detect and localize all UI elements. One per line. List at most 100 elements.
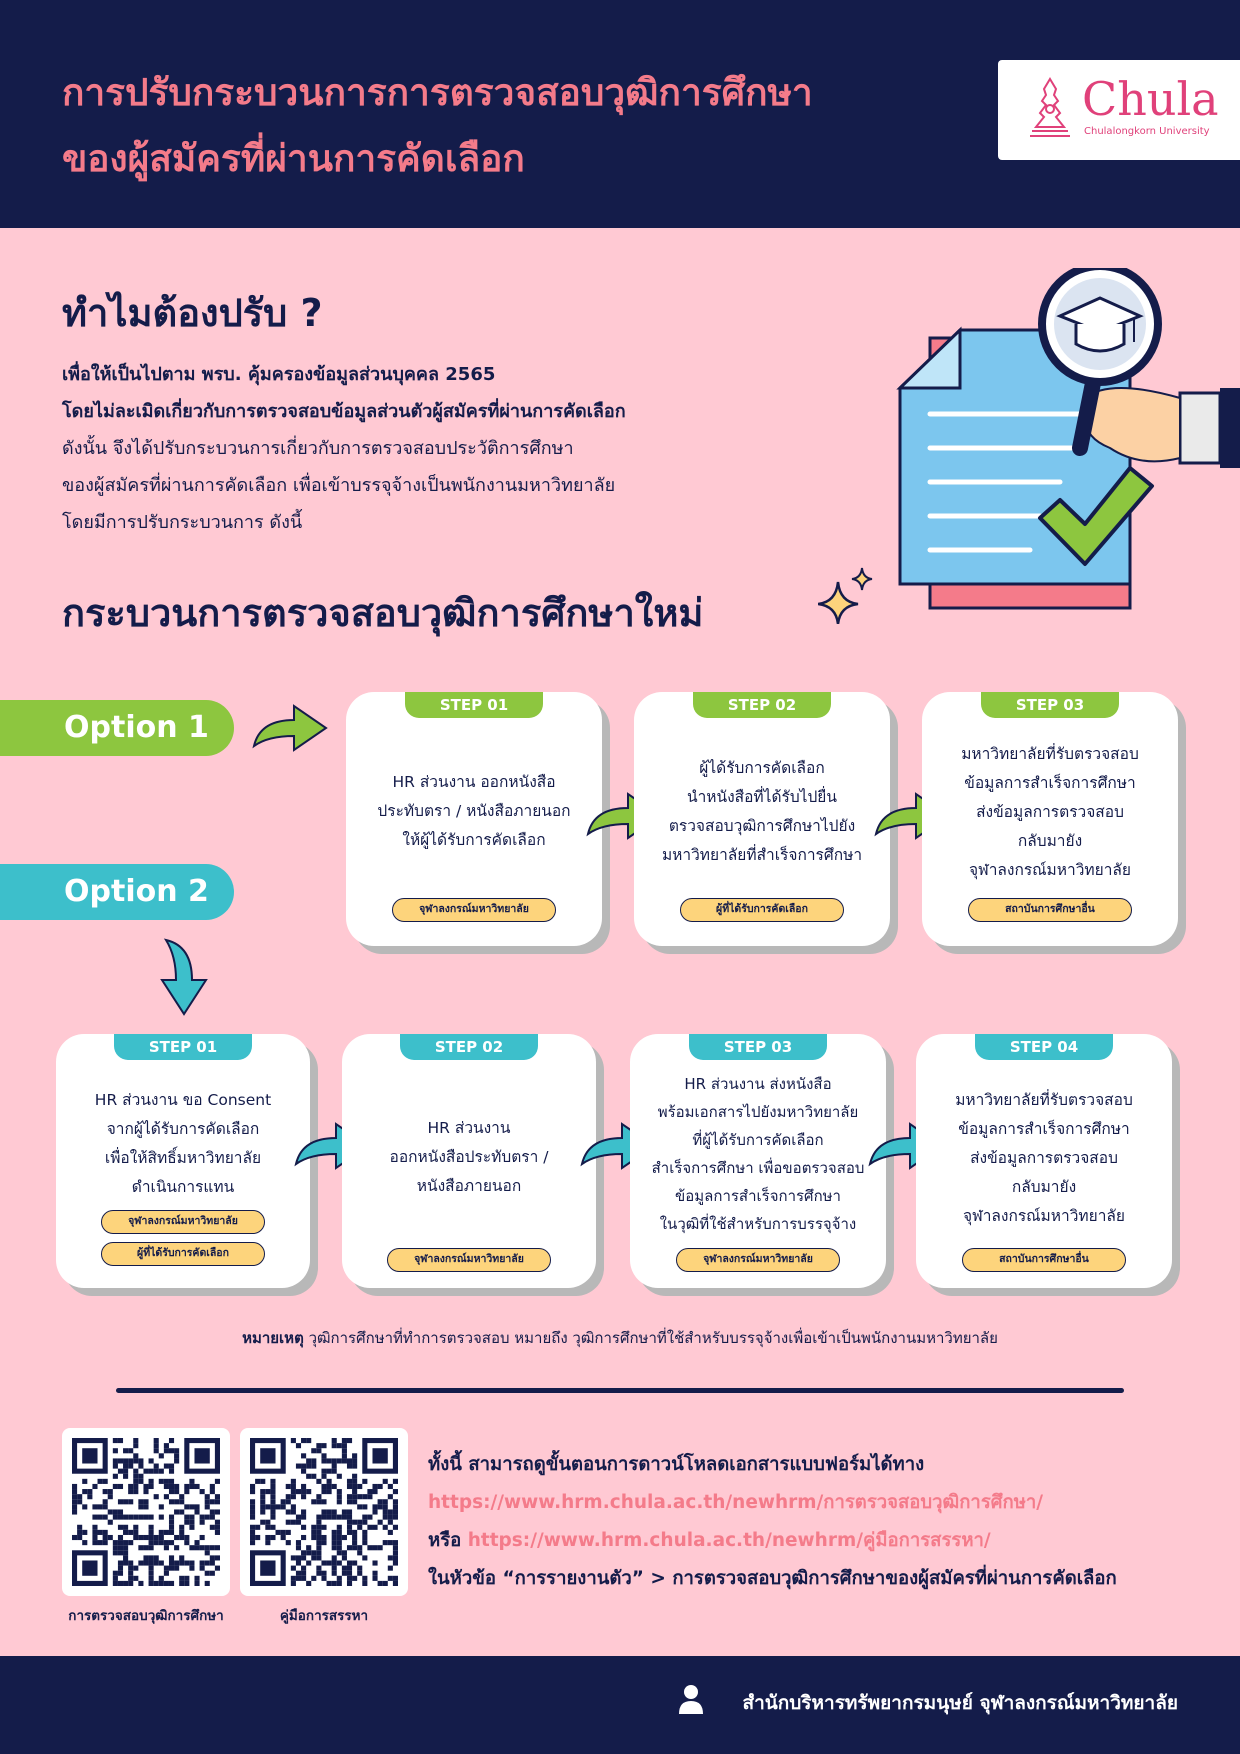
- step-line: เพื่อให้สิทธิ์มหาวิทยาลัย: [104, 1149, 262, 1167]
- step-line: HR ส่วนงาน ออกหนังสือ: [392, 773, 556, 791]
- step-line: มหาวิทยาลัยที่รับตรวจสอบ: [961, 745, 1139, 763]
- step-badge: ผู้ที่ได้รับการคัดเลือก: [101, 1242, 265, 1266]
- step-tab: STEP 03: [689, 1034, 827, 1060]
- chula-emblem-icon: [1030, 77, 1070, 137]
- step-tab: STEP 01: [405, 692, 543, 718]
- step-line: พร้อมเอกสารไปยังมหาวิทยาลัย: [657, 1103, 859, 1121]
- download-topic: ในหัวข้อ “การรายงานตัว” > การตรวจสอบวุฒิ…: [428, 1568, 1117, 1589]
- qr-code-verification[interactable]: [62, 1428, 230, 1596]
- page-title-line-1: การปรับกระบวนการการตรวจสอบวุฒิการศึกษา: [62, 71, 813, 114]
- step-line: HR ส่วนงาน ขอ Consent: [94, 1091, 272, 1109]
- step-line: ส่งข้อมูลการตรวจสอบ: [976, 803, 1124, 821]
- step-line: กลับมายัง: [1011, 1178, 1077, 1196]
- download-instructions: ทั้งนี้ สามารถดูขั้นตอนการดาวน์โหลดเอกสา…: [428, 1446, 1228, 1598]
- step-description: HR ส่วนงาน ขอ Consent จากผู้ได้รับการคัด…: [64, 1086, 302, 1202]
- option-1-step-3-card: STEP 03 มหาวิทยาลัยที่รับตรวจสอบ ข้อมูลก…: [922, 692, 1178, 946]
- qr-code-icon: [72, 1438, 220, 1586]
- step-line: HR ส่วนงาน: [427, 1119, 511, 1137]
- step-line: ข้อมูลการสำเร็จการศึกษา: [958, 1120, 1130, 1138]
- step-line: HR ส่วนงาน ส่งหนังสือ: [684, 1075, 832, 1093]
- option-1-step-1-card: STEP 01 HR ส่วนงาน ออกหนังสือ ประทับตรา …: [346, 692, 602, 946]
- logo-wordmark: Chula: [1082, 72, 1219, 126]
- why-title: ทำไมต้องปรับ ?: [62, 291, 323, 335]
- download-intro: ทั้งนี้ สามารถดูขั้นตอนการดาวน์โหลดเอกสา…: [428, 1454, 925, 1475]
- page-title-line-2: ของผู้สมัครที่ผ่านการคัดเลือก: [62, 137, 525, 180]
- magnifier-icon: [1038, 268, 1162, 456]
- why-line: เพื่อให้เป็นไปตาม พรบ. คุ้มครองข้อมูลส่ว…: [62, 364, 496, 385]
- step-line: จุฬาลงกรณ์มหาวิทยาลัย: [969, 861, 1131, 879]
- step-line: ข้อมูลการสำเร็จการศึกษา: [675, 1187, 841, 1205]
- option-2-step-4-card: STEP 04 มหาวิทยาลัยที่รับตรวจสอบ ข้อมูลก…: [916, 1034, 1172, 1288]
- option-2-step-2-card: STEP 02 HR ส่วนงาน ออกหนังสือประทับตรา /…: [342, 1034, 596, 1288]
- or-label: หรือ: [428, 1530, 468, 1551]
- step-line: จุฬาลงกรณ์มหาวิทยาลัย: [963, 1207, 1125, 1225]
- step-line: ให้ผู้ได้รับการคัดเลือก: [402, 831, 546, 849]
- footer-organization: สำนักบริหารทรัพยากรมนุษย์ จุฬาลงกรณ์มหาว…: [742, 1692, 1178, 1714]
- step-line: มหาวิทยาลัยที่สำเร็จการศึกษา: [661, 846, 863, 864]
- footnote-text: วุฒิการศึกษาที่ทำการตรวจสอบ หมายถึง วุฒิ…: [303, 1329, 998, 1347]
- header: การปรับกระบวนการการตรวจสอบวุฒิการศึกษา ข…: [0, 0, 1240, 228]
- footnote-label: หมายเหตุ: [242, 1329, 304, 1347]
- section-divider: [116, 1388, 1124, 1393]
- step-line: นำหนังสือที่ได้รับไปยื่น: [686, 788, 837, 806]
- arrow-down-icon: [160, 938, 208, 1016]
- step-badge: จุฬาลงกรณ์มหาวิทยาลัย: [392, 898, 556, 922]
- checkmark-icon: [1038, 466, 1154, 566]
- qr-code-icon: [250, 1438, 398, 1586]
- step-tab: STEP 04: [975, 1034, 1113, 1060]
- step-badge: จุฬาลงกรณ์มหาวิทยาลัย: [676, 1248, 840, 1272]
- step-badge: สถาบันการศึกษาอื่น: [962, 1248, 1126, 1272]
- step-description: HR ส่วนงาน ออกหนังสือประทับตรา / หนังสือ…: [350, 1114, 588, 1201]
- qr-label: การตรวจสอบวุฒิการศึกษา: [68, 1608, 224, 1624]
- person-icon: [679, 1685, 703, 1714]
- logo-subtitle: Chulalongkorn University: [1084, 126, 1210, 137]
- why-description: เพื่อให้เป็นไปตาม พรบ. คุ้มครองข้อมูลส่ว…: [62, 356, 822, 541]
- why-line: ของผู้สมัครที่ผ่านการคัดเลือก เพื่อเข้าบ…: [62, 475, 616, 496]
- option-1-label: Option 1: [0, 700, 234, 756]
- download-or-line: หรือ https://www.hrm.chula.ac.th/newhrm/…: [428, 1522, 1228, 1560]
- step-tab: STEP 01: [114, 1034, 252, 1060]
- step-badge: จุฬาลงกรณ์มหาวิทยาลัย: [101, 1210, 265, 1234]
- step-line: ในวุฒิที่ใช้สำหรับการบรรจุจ้าง: [659, 1215, 857, 1233]
- option-1-step-2-card: STEP 02 ผู้ได้รับการคัดเลือก นำหนังสือที…: [634, 692, 890, 946]
- step-description: มหาวิทยาลัยที่รับตรวจสอบ ข้อมูลการสำเร็จ…: [924, 1086, 1164, 1231]
- download-link-verification[interactable]: https://www.hrm.chula.ac.th/newhrm/การตร…: [428, 1492, 1044, 1513]
- download-link-manual[interactable]: https://www.hrm.chula.ac.th/newhrm/คู่มื…: [467, 1530, 991, 1551]
- step-badge: สถาบันการศึกษาอื่น: [968, 898, 1132, 922]
- step-line: มหาวิทยาลัยที่รับตรวจสอบ: [955, 1091, 1133, 1109]
- step-tab: STEP 02: [693, 692, 831, 718]
- step-line: ข้อมูลการสำเร็จการศึกษา: [964, 774, 1136, 792]
- step-line: สำเร็จการศึกษา เพื่อขอตรวจสอบ: [651, 1159, 865, 1177]
- page-title: การปรับกระบวนการการตรวจสอบวุฒิการศึกษา ข…: [62, 60, 982, 192]
- step-tab: STEP 02: [400, 1034, 538, 1060]
- step-line: ดำเนินการแทน: [131, 1178, 235, 1196]
- step-description: HR ส่วนงาน ส่งหนังสือ พร้อมเอกสารไปยังมห…: [638, 1070, 878, 1238]
- process-title: กระบวนการตรวจสอบวุฒิการศึกษาใหม่: [62, 591, 704, 635]
- document-magnifier-illustration: [896, 268, 1240, 610]
- step-line: จากผู้ได้รับการคัดเลือก: [106, 1120, 260, 1138]
- qr-code-recruitment-manual[interactable]: [240, 1428, 408, 1596]
- why-line: โดยไม่ละเมิดเกี่ยวกับการตรวจสอบข้อมูลส่ว…: [62, 401, 626, 422]
- step-line: ที่ผู้ได้รับการคัดเลือก: [692, 1131, 824, 1149]
- step-line: ประทับตรา / หนังสือภายนอก: [377, 802, 571, 820]
- qr-label: คู่มือการสรรหา: [279, 1608, 369, 1624]
- chula-logo: Chula Chulalongkorn University: [998, 60, 1240, 160]
- step-line: ตรวจสอบวุฒิการศึกษาไปยัง: [668, 817, 856, 835]
- step-line: หนังสือภายนอก: [416, 1177, 522, 1195]
- option-2-label: Option 2: [0, 864, 234, 920]
- step-description: มหาวิทยาลัยที่รับตรวจสอบ ข้อมูลการสำเร็จ…: [930, 740, 1170, 885]
- step-line: ผู้ได้รับการคัดเลือก: [699, 759, 825, 777]
- arrow-right-icon: [252, 704, 328, 752]
- footnote: หมายเหตุ วุฒิการศึกษาที่ทำการตรวจสอบ หมา…: [0, 1326, 1240, 1350]
- option-2-step-3-card: STEP 03 HR ส่วนงาน ส่งหนังสือ พร้อมเอกสา…: [630, 1034, 886, 1288]
- step-description: ผู้ได้รับการคัดเลือก นำหนังสือที่ได้รับไ…: [642, 754, 882, 870]
- step-tab: STEP 03: [981, 692, 1119, 718]
- step-line: ส่งข้อมูลการตรวจสอบ: [970, 1149, 1118, 1167]
- footer: สำนักบริหารทรัพยากรมนุษย์ จุฬาลงกรณ์มหาว…: [0, 1656, 1240, 1754]
- sparkle-icon: [818, 567, 873, 624]
- why-line: ดังนั้น จึงได้ปรับกระบวนการเกี่ยวกับการต…: [62, 438, 574, 459]
- step-badge: ผู้ที่ได้รับการคัดเลือก: [680, 898, 844, 922]
- step-line: ออกหนังสือประทับตรา /: [389, 1148, 549, 1166]
- why-line: โดยมีการปรับกระบวนการ ดังนี้: [62, 512, 303, 533]
- step-badge: จุฬาลงกรณ์มหาวิทยาลัย: [387, 1248, 551, 1272]
